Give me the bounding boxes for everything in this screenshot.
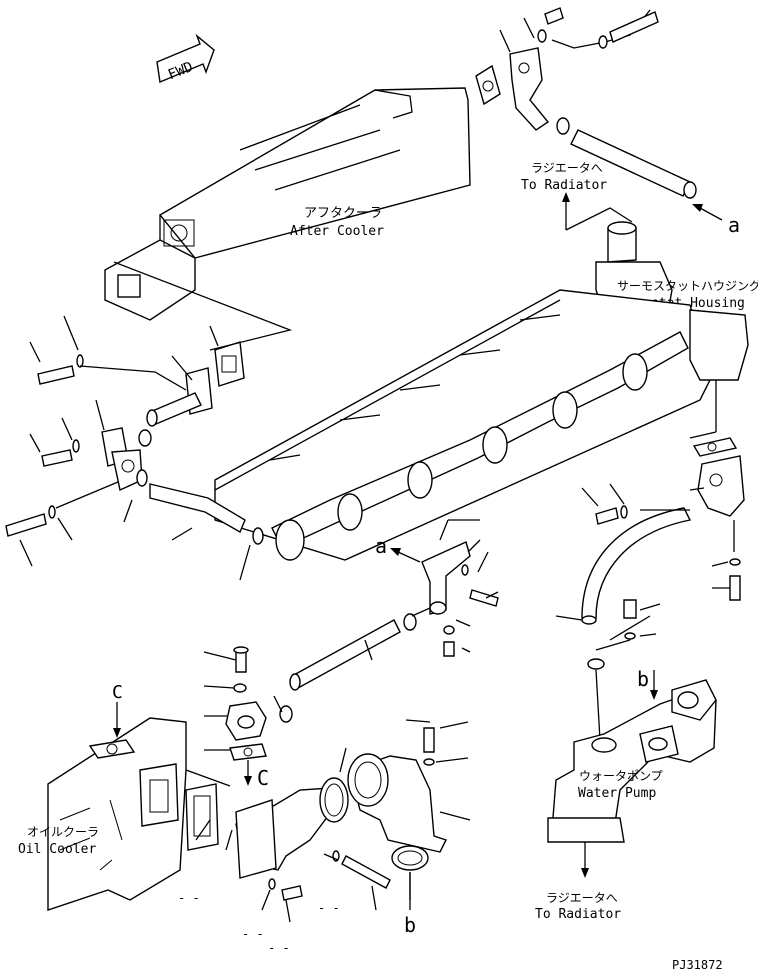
radiator-top-en-label: To Radiator [521, 178, 607, 193]
water-pump [547, 658, 717, 843]
after-cooler [104, 87, 471, 321]
left-fittings [5, 261, 293, 581]
lower-center-fittings [203, 646, 293, 761]
center-elbow [421, 519, 499, 657]
arrow-head-icon [562, 192, 570, 202]
water-pump-jp-label: ウォータポンプ [579, 769, 663, 783]
center-tube [289, 607, 431, 691]
lower-elbow-assembly [195, 719, 471, 923]
oil-cooler-block [47, 717, 231, 911]
radiator-bottom-jp-label: ラジエータへ [546, 891, 618, 905]
oil-cooler-jp-label: オイルクーラ [27, 825, 99, 839]
ref-a-mid-arrow-icon [397, 551, 421, 563]
fwd-arrow-icon: FWD [156, 33, 215, 83]
water-manifold [271, 331, 689, 561]
right-pipe [555, 380, 745, 651]
ref-c-left: C [112, 682, 123, 703]
ref-a-mid: a [375, 534, 387, 558]
after-cooler-jp-label: アフタクーラ [304, 206, 382, 221]
ref-b-right-arrowhead-icon [650, 690, 658, 700]
ref-b-bottom: b [404, 913, 416, 937]
ref-c-center: C [257, 766, 269, 790]
ref-c-center-arrowhead-icon [244, 776, 252, 786]
oil-cooler-en-label: Oil Cooler [18, 842, 96, 857]
dash-mark: - - [242, 927, 264, 941]
radiator-top-jp-label: ラジエータへ [531, 161, 603, 175]
leader-line [565, 207, 633, 231]
radiator-bottom-en-label: To Radiator [535, 907, 621, 922]
ref-a-arrow-icon [699, 207, 723, 221]
thermostat-jp-label: サーモスタットハウジング [617, 279, 758, 293]
water-pump-en-label: Water Pump [578, 786, 656, 801]
cylinder-heads [214, 289, 749, 561]
dash-mark: - - [268, 941, 290, 955]
top-elbow-assembly [475, 7, 697, 199]
ref-c-left-arrowhead-icon [113, 728, 121, 738]
dash-mark: - - [318, 901, 340, 915]
dash-mark: - - [178, 891, 200, 905]
ref-b-right: b [637, 667, 649, 691]
arrow-down-head-icon [581, 868, 589, 878]
drawing-code: PJ31872 [672, 958, 723, 972]
ref-a-mid-arrowhead-icon [390, 548, 401, 556]
after-cooler-en-label: After Cooler [290, 224, 384, 239]
ref-a-arrowhead-icon [692, 204, 703, 212]
ref-a-top: a [728, 213, 740, 237]
